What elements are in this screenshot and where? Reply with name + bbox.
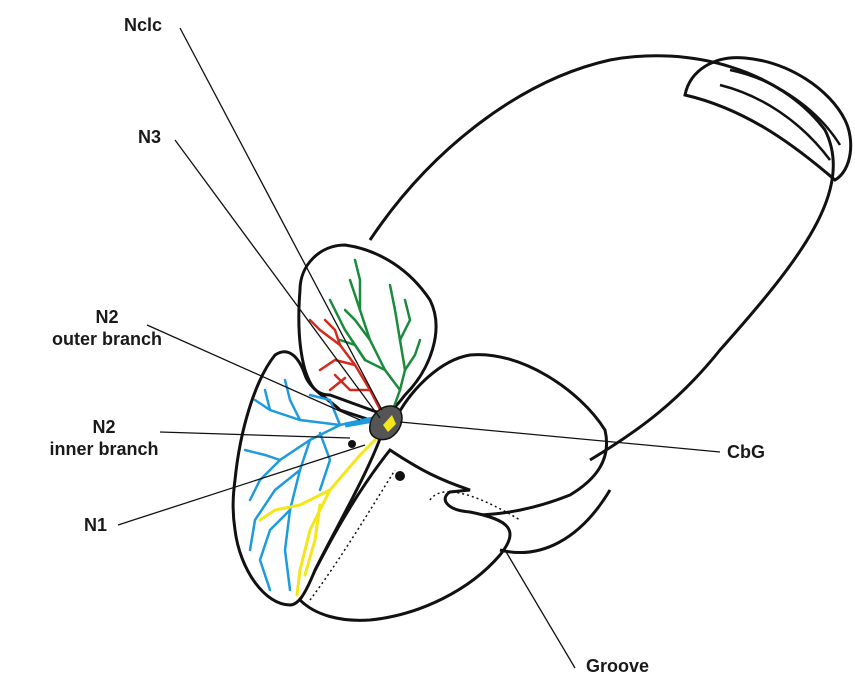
upper-lobe-outline [685, 58, 851, 180]
label-n2-inner: N2 inner branch [48, 416, 160, 460]
landmark-dot [395, 471, 405, 481]
upper-lobe-fold-2 [720, 85, 830, 160]
label-n2-outer: N2 outer branch [52, 306, 162, 350]
label-groove: Groove [586, 655, 649, 677]
label-cbg: CbG [727, 441, 765, 463]
label-n2-inner-line2: inner branch [48, 438, 160, 460]
label-n2-outer-line2: outer branch [52, 328, 162, 350]
landmark-dot [348, 440, 356, 448]
large-lobe-outline [370, 56, 833, 460]
label-n2-inner-line1: N2 [48, 416, 160, 438]
label-n1: N1 [84, 514, 107, 536]
label-n3: N3 [138, 126, 161, 148]
label-nclc: Nclc [124, 14, 162, 36]
label-n2-outer-line1: N2 [52, 306, 162, 328]
upper-lobe-fold [730, 70, 840, 145]
